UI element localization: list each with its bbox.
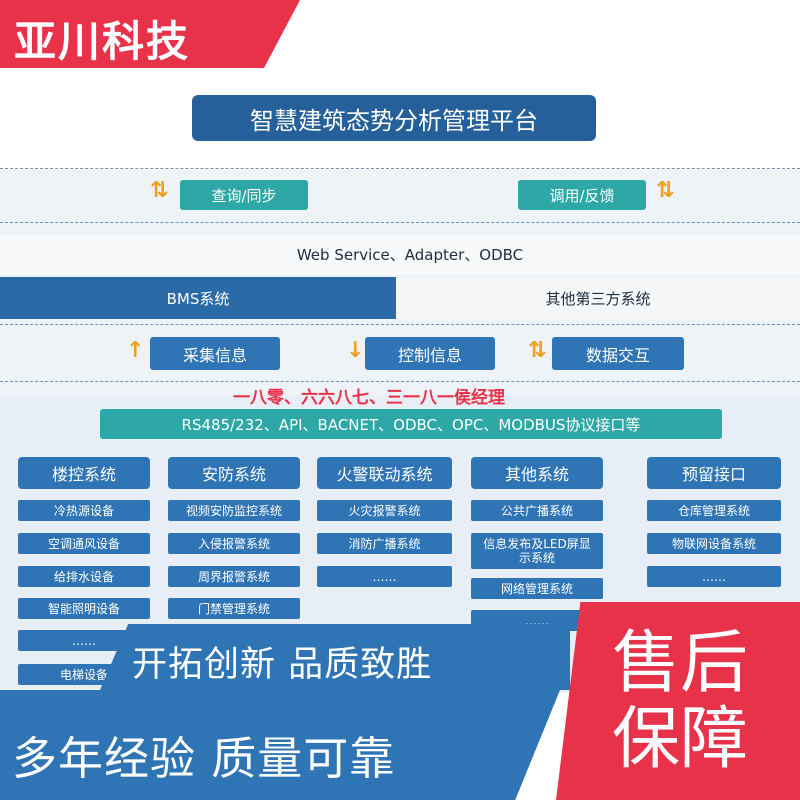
list-item: 给排水设备: [18, 566, 150, 587]
protocols-line: Web Service、Adapter、ODBC: [296, 246, 524, 264]
list-item: 公共广播系统: [471, 500, 603, 521]
list-item: 周界报警系统: [168, 566, 300, 587]
up-down-arrow-icon: ⇅: [656, 178, 675, 203]
column-head-reserved-interface: 预留接口: [647, 457, 781, 489]
divider: [0, 222, 800, 223]
brand-name: 亚川科技: [14, 17, 191, 66]
call-feedback-box: 调用/反馈: [518, 180, 646, 210]
collect-info-box: 采集信息: [150, 337, 280, 370]
list-item: 入侵报警系统: [168, 533, 300, 554]
protocol-band: [0, 235, 800, 275]
after-sales-line1: 售后: [612, 624, 749, 703]
down-arrow-icon: ↓: [346, 338, 365, 363]
control-info-box: 控制信息: [365, 337, 495, 370]
list-item: 信息发布及LED屏显示系统: [471, 533, 603, 569]
third-party-system: 其他第三方系统: [396, 277, 800, 319]
list-item: 火灾报警系统: [317, 500, 452, 521]
up-arrow-icon: ↑: [126, 338, 145, 363]
slogan-innovation: 开拓创新 品质致胜: [132, 645, 433, 685]
list-item: 视频安防监控系统: [168, 500, 300, 521]
list-item: 门禁管理系统: [168, 598, 300, 619]
list-item: 冷热源设备: [18, 500, 150, 521]
platform-title: 智慧建筑态势分析管理平台: [192, 95, 596, 141]
column-head-building-control: 楼控系统: [18, 457, 150, 489]
after-sales-panel: [556, 602, 800, 800]
list-item: ……: [317, 566, 452, 587]
list-item: ……: [647, 566, 781, 587]
list-item: 智能照明设备: [18, 598, 150, 619]
list-item: 空调通风设备: [18, 533, 150, 554]
bms-system: BMS系统: [0, 277, 396, 319]
contact-overlay: 一八零、六六八七、三一八一侯经理: [233, 388, 505, 408]
divider: [0, 168, 800, 169]
up-down-arrow-icon: ⇅: [528, 338, 547, 363]
up-down-arrow-icon: ⇅: [150, 178, 169, 203]
column-head-fire-alarm: 火警联动系统: [317, 457, 452, 489]
divider: [0, 324, 800, 325]
divider: [0, 381, 800, 382]
list-item: 物联网设备系统: [647, 533, 781, 554]
brand-tag: [0, 0, 300, 68]
list-item: 网络管理系统: [471, 578, 603, 599]
slogan-tab: [100, 624, 570, 690]
interface-protocols: RS485/232、API、BACNET、ODBC、OPC、MODBUS协议接口…: [100, 409, 722, 439]
slogan-experience: 多年经验 质量可靠: [12, 732, 396, 785]
after-sales-line2: 保障: [612, 700, 749, 779]
query-sync-box: 查询/同步: [180, 180, 308, 210]
list-item: 消防广播系统: [317, 533, 452, 554]
list-item: ……: [18, 630, 150, 651]
column-head-security: 安防系统: [168, 457, 300, 489]
column-head-other-systems: 其他系统: [471, 457, 603, 489]
list-item: 仓库管理系统: [647, 500, 781, 521]
data-exchange-box: 数据交互: [552, 337, 684, 370]
slogan-band: [0, 690, 560, 800]
